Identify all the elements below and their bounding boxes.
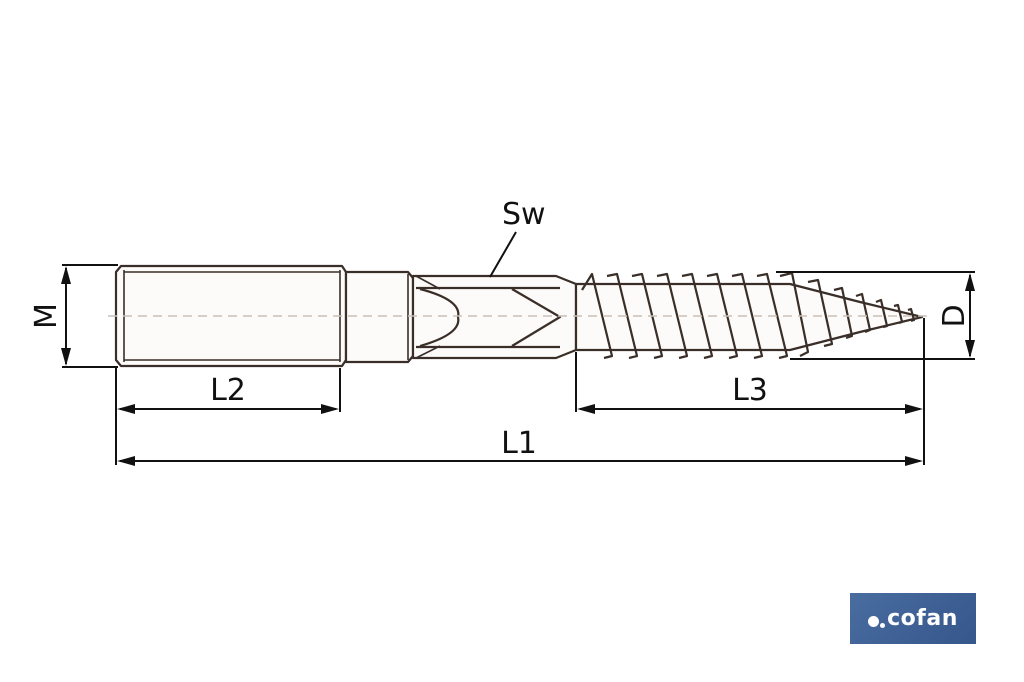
l1-label: L1 [501,426,537,461]
l2-dimension: L2 [117,373,339,414]
logo-small-dot-icon [880,623,886,628]
wood-screw-section [574,271,924,360]
brand-name: cofan [887,606,958,631]
m-dimension: M [29,264,118,368]
l1-dimension: L1 [117,426,923,466]
l3-label: L3 [732,373,768,408]
l3-dimension: L3 [577,373,923,414]
m-label: M [29,303,64,329]
sw-callout: Sw [489,197,546,278]
d-label: D [937,304,972,327]
d-dimension: D [776,271,975,360]
shank-collar [344,270,415,364]
sw-label: Sw [502,197,546,232]
logo-dot-icon [868,616,880,627]
cofan-logo: cofan [850,593,976,644]
l2-label: L2 [210,373,246,408]
hex-drive-section [411,274,578,360]
